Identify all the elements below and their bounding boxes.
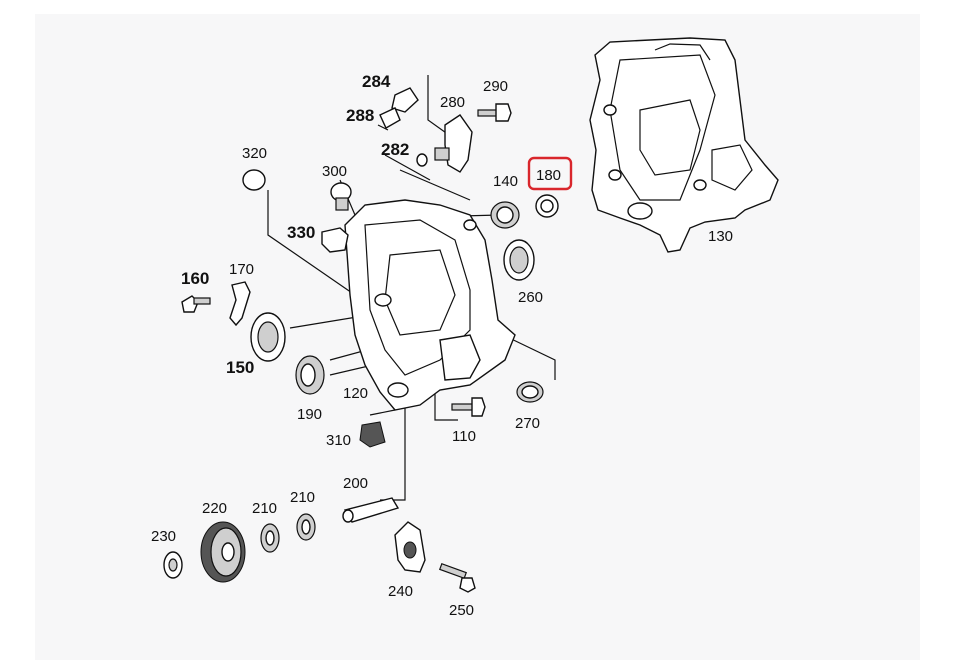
part-300[interactable] [330, 182, 352, 211]
label-210-a[interactable]: 210 [252, 500, 277, 517]
part-110[interactable] [451, 397, 486, 417]
label-210-b[interactable]: 210 [290, 489, 315, 506]
part-280[interactable] [416, 114, 473, 173]
part-200[interactable] [342, 497, 400, 523]
part-180[interactable] [535, 194, 559, 218]
label-200[interactable]: 200 [343, 475, 368, 492]
part-250[interactable] [438, 562, 476, 593]
label-160[interactable]: 160 [181, 269, 209, 288]
part-290[interactable] [477, 103, 512, 122]
label-170[interactable]: 170 [229, 261, 254, 278]
label-260[interactable]: 260 [518, 289, 543, 306]
label-190[interactable]: 190 [297, 406, 322, 423]
label-220[interactable]: 220 [202, 500, 227, 517]
label-230[interactable]: 230 [151, 528, 176, 545]
label-284[interactable]: 284 [362, 72, 391, 91]
part-260[interactable] [503, 239, 535, 281]
label-300[interactable]: 300 [322, 163, 347, 180]
label-130[interactable]: 130 [708, 228, 733, 245]
part-270[interactable] [516, 381, 544, 403]
part-288-284[interactable] [377, 87, 419, 131]
part-160[interactable] [181, 295, 211, 313]
housing-130[interactable] [589, 37, 779, 253]
part-190[interactable] [295, 355, 325, 395]
label-290[interactable]: 290 [483, 78, 508, 95]
label-330[interactable]: 330 [287, 223, 315, 242]
housing-120[interactable] [344, 199, 516, 411]
part-330[interactable] [321, 227, 349, 253]
part-labels: 284 290 280 288 282 320 300 140 180 330 … [151, 72, 733, 619]
label-140[interactable]: 140 [493, 173, 518, 190]
label-320[interactable]: 320 [242, 145, 267, 162]
part-140[interactable] [490, 201, 520, 229]
label-280[interactable]: 280 [440, 94, 465, 111]
part-210-b[interactable] [296, 513, 316, 541]
part-210-a[interactable] [260, 523, 280, 553]
part-230[interactable] [163, 551, 183, 579]
label-270[interactable]: 270 [515, 415, 540, 432]
part-220[interactable] [200, 521, 246, 583]
label-250[interactable]: 250 [449, 602, 474, 619]
highlight-box-180 [527, 156, 573, 191]
label-288[interactable]: 288 [346, 106, 374, 125]
label-282[interactable]: 282 [381, 140, 409, 159]
label-240[interactable]: 240 [388, 583, 413, 600]
label-180[interactable]: 180 [536, 167, 561, 184]
part-150[interactable] [250, 312, 286, 362]
label-150[interactable]: 150 [226, 358, 254, 377]
part-320[interactable] [242, 169, 266, 191]
part-240[interactable] [394, 521, 426, 573]
part-170[interactable] [229, 281, 251, 327]
label-120[interactable]: 120 [343, 385, 368, 402]
label-110[interactable]: 110 [452, 428, 476, 445]
label-310[interactable]: 310 [326, 432, 351, 449]
part-310[interactable] [359, 421, 386, 448]
